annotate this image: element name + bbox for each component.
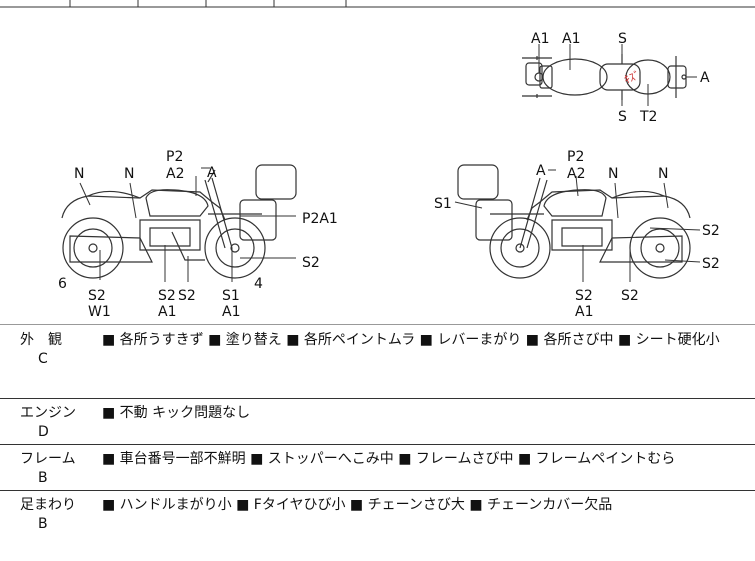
section-notes: ■ ハンドルまがり小 ■ Fタイヤひび小 ■ チェーンさび大 ■ チェーンカバー… — [102, 497, 613, 513]
section-notes: ■ 不動 キック問題なし — [102, 405, 251, 421]
damage-diagram: ｷｽﾞ — [0, 0, 755, 325]
suspension-section: 足まわり B ■ ハンドルまがり小 ■ Fタイヤひび小 ■ チェーンさび大 ■ … — [0, 490, 755, 560]
left-view-label: A — [207, 165, 217, 181]
right-view-label: S2 — [575, 288, 593, 304]
section-grade: B — [38, 516, 48, 532]
left-view-label: 6 — [58, 276, 67, 292]
right-view-label: P2 — [567, 149, 584, 165]
top-view-label: T2 — [639, 109, 657, 125]
top-view-label: S — [618, 31, 627, 47]
top-view-mark: ｷｽﾞ — [622, 69, 642, 87]
exterior-section: 外 観 C ■ 各所うすきず ■ 塗り替え ■ 各所ペイントムラ ■ レバーまが… — [0, 325, 755, 399]
right-view-label: S1 — [434, 196, 452, 212]
top-view-label: A — [700, 70, 710, 86]
left-view-motorcycle — [61, 164, 297, 279]
section-notes: ■ 車台番号一部不鮮明 ■ ストッパーへこみ中 ■ フレームさび中 ■ フレーム… — [102, 451, 676, 467]
section-grade: C — [38, 351, 48, 367]
right-view-motorcycle — [457, 164, 691, 279]
left-view-label: S2 — [178, 288, 196, 304]
section-notes: ■ 各所うすきず ■ 塗り替え ■ 各所ペイントムラ ■ レバーまがり ■ 各所… — [102, 332, 720, 348]
left-view-label: S2 — [158, 288, 176, 304]
right-view-label: N — [608, 166, 618, 182]
left-view-label: A1 — [158, 304, 176, 320]
top-view-label: A1 — [531, 31, 549, 47]
left-view-label: N — [74, 166, 84, 182]
section-grade: B — [38, 470, 48, 486]
section-label: フレーム — [20, 451, 76, 467]
frame-section: フレーム B ■ 車台番号一部不鮮明 ■ ストッパーへこみ中 ■ フレームさび中… — [0, 444, 755, 491]
left-view-label: S2 — [302, 255, 320, 271]
section-grade: D — [38, 424, 49, 440]
left-view-label: S1 — [222, 288, 240, 304]
top-view-label: A1 — [562, 31, 580, 47]
left-view-label: W1 — [88, 304, 111, 320]
right-view-callouts — [454, 169, 701, 282]
section-label: 足まわり — [20, 497, 76, 513]
right-view-label: S2 — [702, 256, 720, 272]
right-view-label: A2 — [567, 166, 585, 182]
right-view-label: A — [536, 163, 546, 179]
top-view-label: S — [618, 109, 627, 125]
top-view-motorcycle — [522, 54, 687, 100]
right-view-label: N — [658, 166, 668, 182]
left-view-label: 4 — [254, 276, 263, 292]
left-view-label: A2 — [166, 166, 184, 182]
right-view-label: S2 — [702, 223, 720, 239]
left-view-label: S2 — [88, 288, 106, 304]
engine-section: エンジン D ■ 不動 キック問題なし — [0, 398, 755, 445]
right-view-label: S2 — [621, 288, 639, 304]
left-view-label: P2A1 — [302, 211, 338, 227]
section-label: 外 観 — [20, 332, 62, 348]
left-view-label: P2 — [166, 149, 183, 165]
left-view-callouts — [79, 167, 296, 282]
section-label: エンジン — [20, 405, 76, 421]
left-view-label: A1 — [222, 304, 240, 320]
left-view-label: N — [124, 166, 134, 182]
top-view-callouts — [538, 44, 697, 106]
right-view-label: A1 — [575, 304, 593, 320]
